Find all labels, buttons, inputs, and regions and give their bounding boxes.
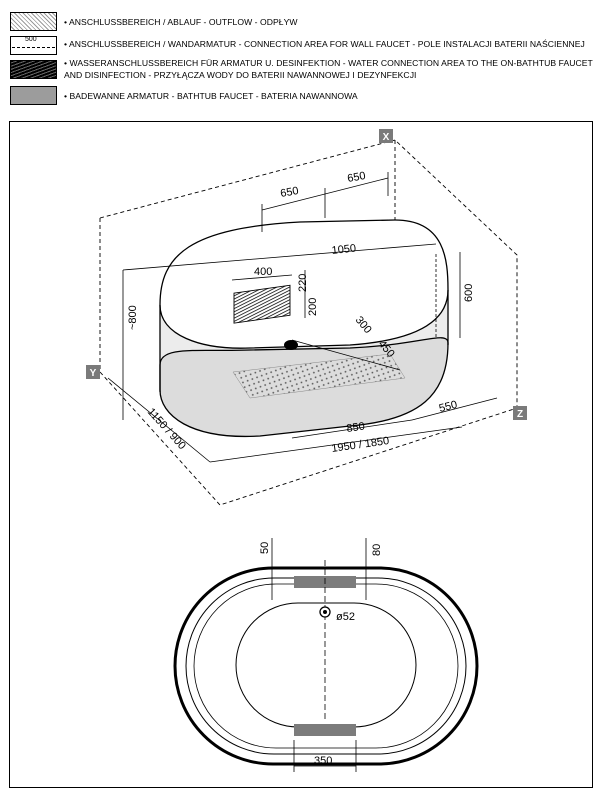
- axis-y-label: Y: [90, 368, 97, 379]
- dimension-lines: [107, 172, 498, 463]
- dim-connection-height-bottom: 200: [307, 298, 319, 316]
- faucet-area-bottom: [294, 724, 356, 736]
- dim-base-inner: 850: [346, 421, 366, 435]
- outflow-area: [232, 353, 406, 399]
- dim-wall-right: 650: [346, 170, 366, 185]
- legend-text-outflow: • ANSCHLUSSBEREICH / ABLAUF - OUTFLOW - …: [64, 17, 298, 27]
- axis-y-marker: Y: [86, 365, 100, 379]
- legend-text-water-connection-2: AND DISINFECTION - PRZYŁĄCZA WODY DO BAT…: [64, 70, 417, 80]
- dim-plan-width: 350: [314, 755, 332, 767]
- legend-text-bathtub-faucet: • BADEWANNE ARMATUR - BATHTUB FAUCET - B…: [64, 91, 358, 101]
- legend-text-water-connection-1: • WASSERANSCHLUSSBEREICH FÜR ARMATUR U. …: [64, 58, 593, 68]
- dim-base-total: 1950 / 1850: [331, 435, 390, 455]
- dim-connection-width: 400: [254, 266, 272, 278]
- legend-text-wall-faucet: • ANSCHLUSSBEREICH / WANDARMATUR - CONNE…: [64, 39, 585, 49]
- dim-plan-right: 80: [371, 544, 383, 556]
- tub-outer-rim: [173, 566, 479, 766]
- outflow-area-swatch: [10, 12, 57, 31]
- dim-height-left: ~800: [127, 305, 139, 330]
- bathtub-isometric: [159, 219, 449, 438]
- bathtub-faucet-swatch: [10, 86, 57, 105]
- axis-z-marker: Z: [513, 406, 527, 420]
- dim-plan-drain: ø52: [336, 611, 355, 623]
- wall-faucet-area-swatch: 500: [10, 36, 57, 55]
- plan-dimension-lines: [271, 538, 367, 772]
- wall-faucet-swatch-label: 500: [25, 36, 37, 43]
- dim-top-length: 1050: [331, 242, 357, 256]
- drain-center-icon: [323, 610, 327, 614]
- plan-view: 50 80 ø52 350: [173, 538, 479, 772]
- water-connection-area: [233, 284, 291, 324]
- dim-plan-left: 50: [259, 542, 271, 554]
- water-connection-swatch: [10, 60, 57, 79]
- dim-wall-left: 650: [279, 185, 299, 200]
- axis-z-label: Z: [517, 409, 523, 420]
- dim-connection-height-top: 220: [297, 274, 309, 292]
- dim-depth-right: 550: [438, 399, 459, 415]
- bounding-box: [99, 139, 518, 506]
- drawing-frame: [9, 121, 593, 788]
- dim-height-right: 600: [463, 284, 475, 302]
- axis-x-marker: X: [379, 129, 393, 143]
- drain-hole: [284, 340, 298, 350]
- axis-x-label: X: [383, 132, 390, 143]
- isometric-view: X Y Z: [86, 129, 527, 506]
